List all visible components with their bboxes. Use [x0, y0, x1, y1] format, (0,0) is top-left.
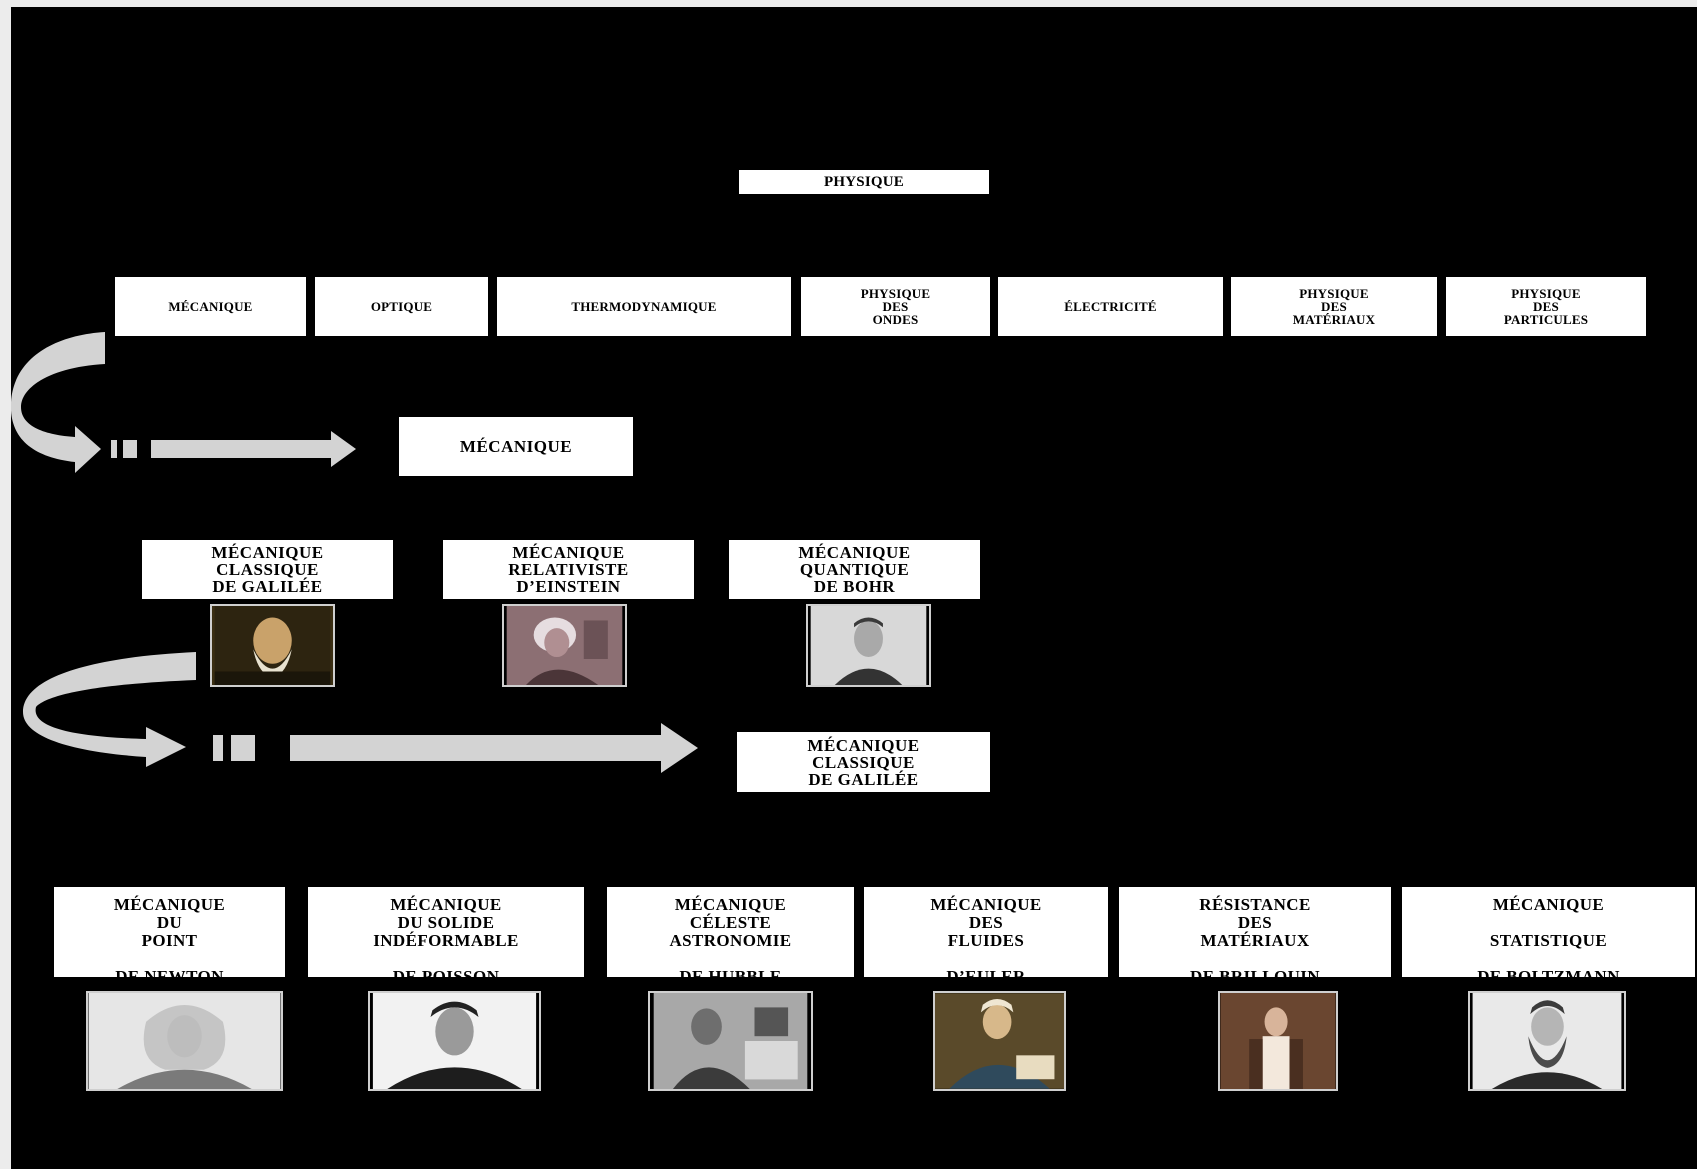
subbranch-statistique-boltzmann[interactable]: MÉCANIQUE STATISTIQUE DE BOLTZMANN — [1402, 887, 1695, 977]
subbranch-title: RÉSISTANCE DES MATÉRIAUX — [1199, 895, 1311, 950]
category-physique-des-particules[interactable]: PHYSIQUE DES PARTICULES — [1446, 277, 1646, 336]
category-physique-des-ondes[interactable]: PHYSIQUE DES ONDES — [801, 277, 990, 336]
subbranch-author: DE POISSON — [392, 966, 500, 977]
boltzmann-portrait — [1468, 991, 1626, 1091]
arrows-layer — [11, 332, 698, 773]
root-node-physique[interactable]: PHYSIQUE — [739, 170, 989, 194]
straight-arrow-2 — [290, 723, 698, 773]
subbranch-title: MÉCANIQUE CÉLESTE ASTRONOMIE — [669, 895, 792, 950]
category-mecanique[interactable]: MÉCANIQUE — [115, 277, 306, 336]
bohr-portrait — [806, 604, 931, 687]
branch-classique-galilee[interactable]: MÉCANIQUE CLASSIQUE DE GALILÉE — [142, 540, 393, 599]
subbranch-solide-poisson[interactable]: MÉCANIQUE DU SOLIDE INDÉFORMABLE DE POIS… — [308, 887, 584, 977]
subbranch-title: MÉCANIQUE DU SOLIDE INDÉFORMABLE — [373, 895, 519, 950]
branch-relativiste-einstein[interactable]: MÉCANIQUE RELATIVISTE D’EINSTEIN — [443, 540, 694, 599]
galilee-portrait — [210, 604, 335, 687]
dash-2a — [213, 735, 223, 761]
curved-arrow-1 — [11, 332, 105, 473]
subbranch-author: DE BRILLOUIN — [1190, 966, 1320, 977]
diagram-canvas: PHYSIQUE MÉCANIQUE OPTIQUE THERMODYNAMIQ… — [11, 7, 1697, 1169]
subbranch-author: DE BOLTZMANN — [1477, 966, 1620, 977]
subbranch-resistance-brillouin[interactable]: RÉSISTANCE DES MATÉRIAUX DE BRILLOUIN — [1119, 887, 1391, 977]
subbranch-title: MÉCANIQUE DU POINT — [113, 895, 226, 950]
subbranch-title: MÉCANIQUE DES FLUIDES — [930, 895, 1042, 950]
selected-category-mecanique[interactable]: MÉCANIQUE — [399, 417, 633, 476]
category-electricite[interactable]: ÉLECTRICITÉ — [998, 277, 1223, 336]
subbranch-fluides-euler[interactable]: MÉCANIQUE DES FLUIDES D’EULER — [864, 887, 1108, 977]
brillouin-portrait — [1218, 991, 1338, 1091]
branch-quantique-bohr[interactable]: MÉCANIQUE QUANTIQUE DE BOHR — [729, 540, 980, 599]
category-thermodynamique[interactable]: THERMODYNAMIQUE — [497, 277, 791, 336]
selected-branch-classique-galilee[interactable]: MÉCANIQUE CLASSIQUE DE GALILÉE — [737, 732, 990, 792]
poisson-portrait — [368, 991, 541, 1091]
subbranch-title: MÉCANIQUE STATISTIQUE — [1489, 895, 1608, 950]
straight-arrow-1 — [151, 431, 356, 467]
category-physique-des-materiaux[interactable]: PHYSIQUE DES MATÉRIAUX — [1231, 277, 1437, 336]
euler-portrait — [933, 991, 1066, 1091]
newton-portrait — [86, 991, 283, 1091]
subbranch-point-newton[interactable]: MÉCANIQUE DU POINT DE NEWTON — [54, 887, 285, 977]
dash-2b — [231, 735, 255, 761]
category-optique[interactable]: OPTIQUE — [315, 277, 488, 336]
curved-arrow-2 — [23, 652, 196, 767]
subbranch-author: DE NEWTON — [115, 966, 224, 977]
subbranch-author: D’EULER — [946, 966, 1026, 977]
subbranch-author: DE HUBBLE — [679, 966, 782, 977]
einstein-portrait — [502, 604, 627, 687]
subbranch-celeste-hubble[interactable]: MÉCANIQUE CÉLESTE ASTRONOMIE DE HUBBLE — [607, 887, 854, 977]
dash-1b — [123, 440, 137, 458]
hubble-portrait — [648, 991, 813, 1091]
dash-1a — [111, 440, 117, 458]
